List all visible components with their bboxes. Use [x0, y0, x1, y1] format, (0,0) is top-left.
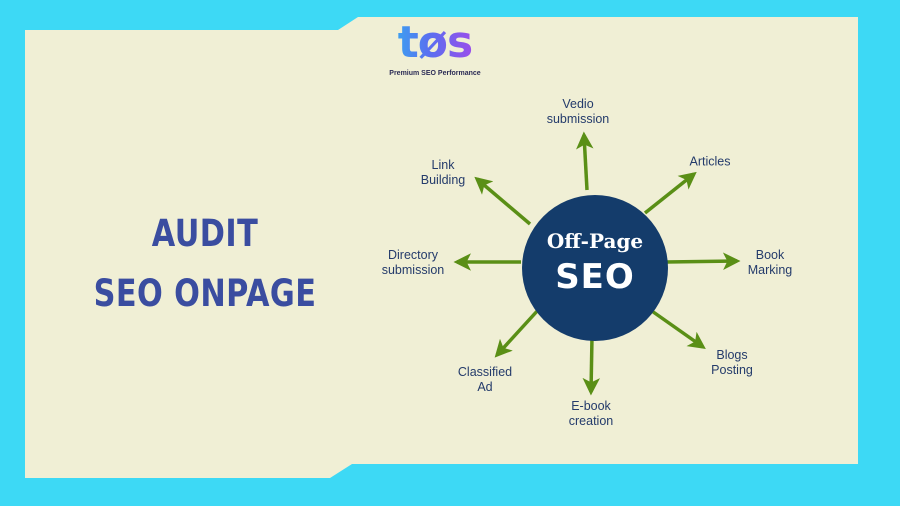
- arrow-articles: [643, 171, 697, 215]
- label-line: Ad: [477, 380, 493, 394]
- label-line: E-book: [571, 399, 611, 413]
- arrow-book-marking: [665, 252, 741, 270]
- hub-seo: SEO: [555, 257, 635, 297]
- label-line: Blogs: [716, 348, 748, 362]
- label-line: Link: [431, 158, 455, 172]
- heading-audit: AUDIT: [151, 212, 259, 255]
- arrow-link-building: [474, 176, 532, 226]
- spoke-arrows: [453, 131, 741, 396]
- label-line: Marking: [747, 263, 793, 277]
- off-page-seo-hub: Off-Page SEO: [522, 195, 668, 341]
- label-line: creation: [568, 414, 614, 428]
- arrow-blogs-posting: [647, 307, 706, 350]
- label-line: Building: [420, 173, 466, 187]
- label-line: Vedio: [562, 97, 594, 111]
- tos-logo: tøs Premium SEO Performance: [380, 20, 490, 82]
- label-line: submission: [381, 263, 445, 277]
- label-line: Classified: [457, 365, 513, 379]
- logo-tagline: Premium SEO Performance: [389, 70, 481, 77]
- label-line: submission: [546, 112, 610, 126]
- label-articles: Articles: [690, 155, 731, 170]
- heading-seo-onpage: SEO ONPAGE: [93, 272, 317, 315]
- label-line: Directory: [387, 248, 438, 262]
- label-line: Posting: [711, 363, 753, 377]
- arrow-ebook-creation: [582, 336, 601, 396]
- hub-title: Off-Page: [546, 229, 644, 253]
- label-line: Articles: [689, 154, 731, 169]
- logo-wordmark: tøs: [380, 20, 490, 66]
- arrow-classified-ad: [494, 307, 541, 358]
- arrow-vedio-submission: [576, 131, 594, 191]
- label-line: Book: [755, 248, 785, 262]
